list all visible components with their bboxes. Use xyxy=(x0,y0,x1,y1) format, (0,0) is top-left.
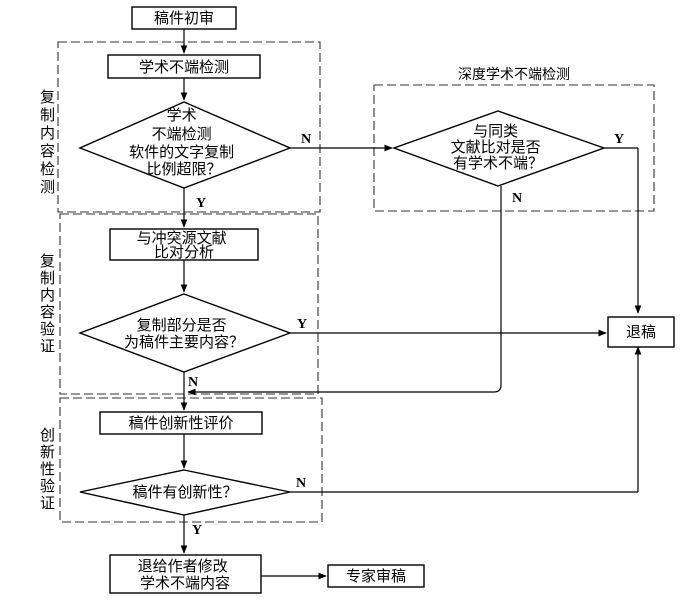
decision-main-content xyxy=(78,293,293,373)
node-return-modify xyxy=(109,554,262,594)
node-reject-text: 退稿 xyxy=(626,323,656,341)
decision-over-limit xyxy=(78,101,292,189)
group-innovation-verification xyxy=(59,397,323,523)
node-expert-review-text: 专家审稿 xyxy=(346,567,406,585)
node-conflict-compare xyxy=(109,228,259,261)
edge-label-y-over-limit: Y xyxy=(196,196,206,211)
edge-similar-no-merge xyxy=(187,186,502,396)
node-innovation-eval xyxy=(99,411,263,435)
node-initial-review xyxy=(131,6,237,30)
node-innovation-eval-text: 稿件创新性评价 xyxy=(128,414,233,432)
decision-innovative-text: 稿件有创新性？ xyxy=(132,483,237,501)
edge-label-n-over-limit: N xyxy=(301,132,311,147)
group-label-copy-detection: 复 制 内 容 检 测 xyxy=(40,88,60,196)
node-conflict-compare-text: 与冲突源文献 比对分析 xyxy=(137,229,232,261)
node-expert-review xyxy=(327,564,425,588)
edge-label-n-main-content: N xyxy=(188,375,198,390)
node-return-modify-text: 退给作者修改 学术不端内容 xyxy=(138,557,233,592)
edge-label-y-innovative: Y xyxy=(192,523,202,538)
group-label-copy-verification: 复 制 内 容 验 证 xyxy=(40,252,60,355)
edge-label-y-similar: Y xyxy=(614,132,624,147)
decision-similar-literature-text: 与同类 文献比对是否 有学术不端？ xyxy=(451,122,546,172)
decision-over-limit-text: 学术 不端检测 软件的文字复制 比例超限？ xyxy=(129,106,239,178)
group-label-innovation-verification: 创 新 性 验 证 xyxy=(40,426,60,512)
decision-innovative xyxy=(79,469,291,516)
edge-label-n-innovative: N xyxy=(296,476,306,491)
decision-main-content-text: 复制部分是否 为稿件主要内容？ xyxy=(124,316,244,351)
group-title-deep-detection: 深度学术不端检测 xyxy=(458,67,570,83)
node-detection-text: 学术不端检测 xyxy=(139,58,229,76)
edge-label-n-similar: N xyxy=(512,191,522,206)
node-initial-review-text: 稿件初审 xyxy=(154,9,214,27)
node-reject xyxy=(607,316,675,348)
decision-similar-literature xyxy=(391,110,607,187)
group-copy-detection xyxy=(57,41,321,213)
edge-label-y-main-content: Y xyxy=(297,317,307,332)
node-detection xyxy=(107,54,261,79)
